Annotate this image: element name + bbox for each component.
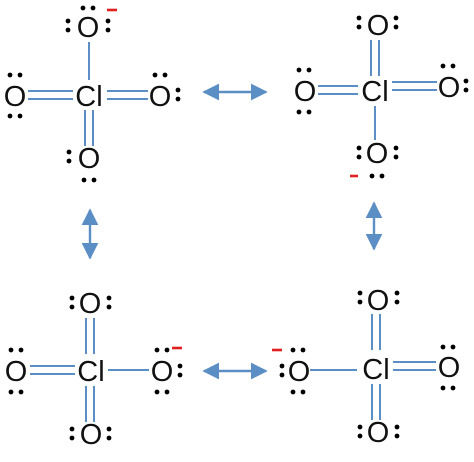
chlorine-atom: Cl — [361, 76, 388, 108]
oxygen-atom-bottom: O — [78, 143, 101, 175]
oxygen-atom-left: O — [5, 356, 28, 388]
oxygen-atom-right: O — [151, 356, 174, 388]
lone-pair-dots — [7, 5, 181, 183]
lone-pair-dots — [296, 15, 469, 179]
oxygen-atom-left: O — [288, 356, 311, 388]
oxygen-atom-top: O — [79, 288, 102, 320]
resonance-structure-bottom-right: Cl O O O O — [272, 285, 460, 449]
oxygen-atom-right: O — [438, 352, 461, 384]
chlorine-atom: Cl — [362, 354, 389, 386]
oxygen-atom-top: O — [77, 12, 100, 44]
lone-pair-dots — [8, 295, 183, 441]
chlorine-atom: Cl — [75, 81, 102, 113]
oxygen-atom-bottom: O — [80, 419, 103, 451]
oxygen-atom-bottom: O — [366, 138, 389, 170]
oxygen-atom-bottom: O — [367, 417, 390, 449]
resonance-structure-top-right: Cl O O O O — [294, 10, 469, 179]
oxygen-atom-right: O — [438, 72, 461, 104]
oxygen-atom-top: O — [367, 285, 390, 317]
chlorine-atom: Cl — [77, 356, 104, 388]
oxygen-atom-right: O — [149, 81, 172, 113]
oxygen-atom-left: O — [4, 81, 27, 113]
resonance-structure-bottom-left: Cl O O O O — [5, 288, 183, 451]
oxygen-atom-left: O — [294, 76, 317, 108]
lone-pair-dots — [272, 290, 456, 439]
resonance-structure-top-left: Cl O O O O — [4, 5, 181, 183]
oxygen-atom-top: O — [367, 10, 390, 42]
